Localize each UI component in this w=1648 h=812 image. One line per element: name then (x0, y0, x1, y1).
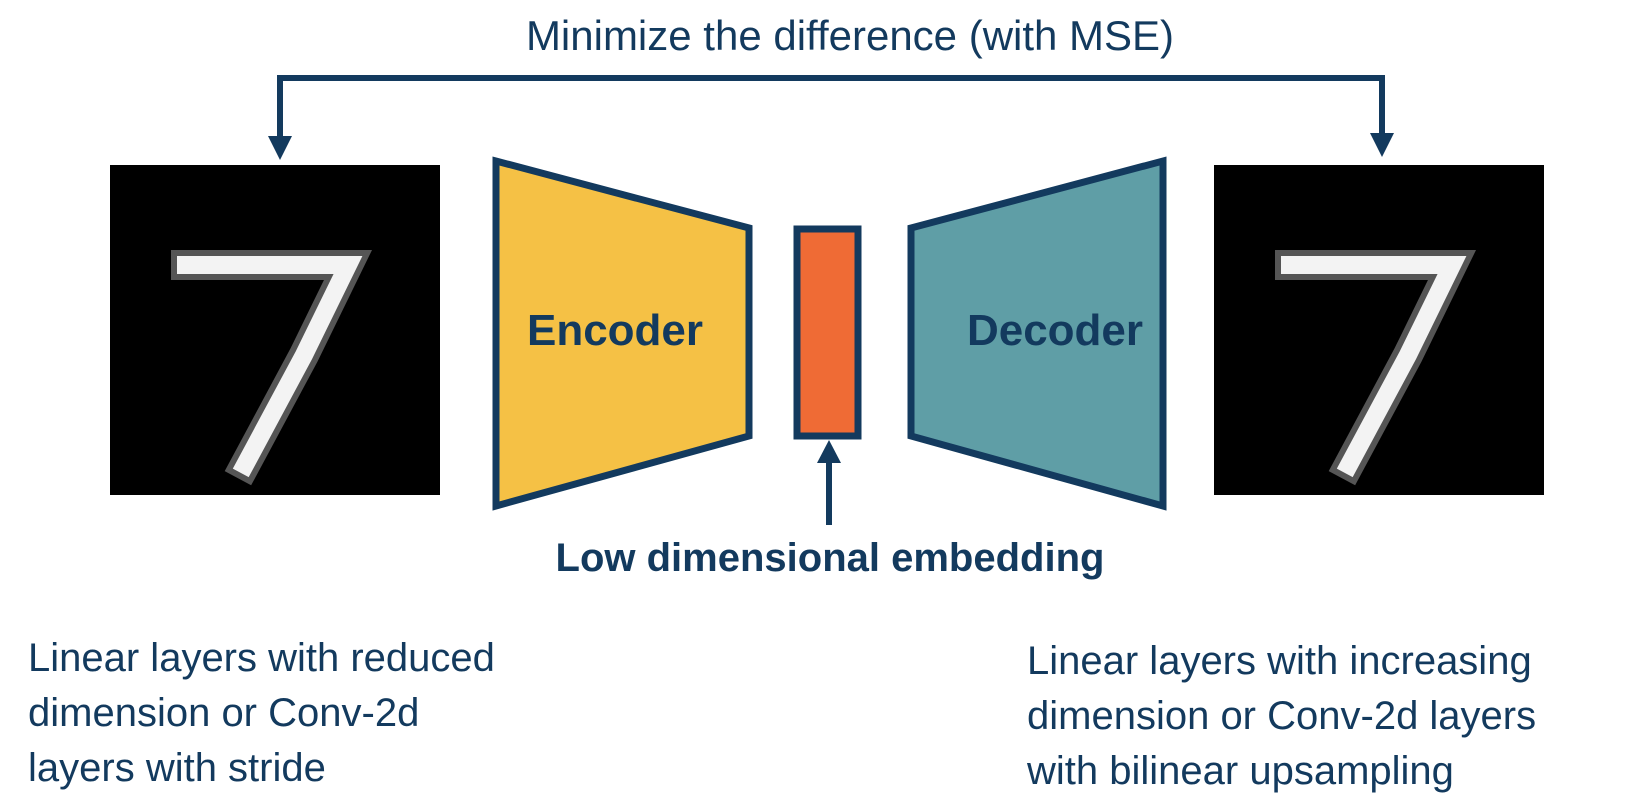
encoder-label: Encoder (526, 306, 704, 355)
decoder-description: Linear layers with increasing dimension … (1027, 634, 1637, 799)
decoder-description-line: with bilinear upsampling (1027, 749, 1454, 793)
encoder-block (492, 156, 753, 511)
decoder-label: Decoder (966, 306, 1144, 355)
encoder-description: Linear layers with reduced dimension or … (28, 631, 608, 796)
arrowhead-right (1370, 133, 1394, 157)
decoder-description-line: Linear layers with increasing (1027, 639, 1532, 683)
encoder-description-line: layers with stride (28, 746, 326, 790)
encoder-description-line: Linear layers with reduced (28, 636, 495, 680)
encoder-description-line: dimension or Conv-2d (28, 691, 420, 735)
output-image (1214, 165, 1544, 495)
embedding-label: Low dimensional embedding (555, 536, 1105, 580)
feedback-loop-arrow (268, 75, 1394, 160)
decoder-block (907, 156, 1167, 511)
embedding-pointer-arrow (817, 440, 841, 525)
input-image (110, 165, 440, 495)
arrowhead-left (268, 136, 292, 160)
diagram-title: Minimize the difference (with MSE) (525, 12, 1175, 59)
embedding-bar (793, 225, 862, 440)
decoder-description-line: dimension or Conv-2d layers (1027, 694, 1537, 738)
